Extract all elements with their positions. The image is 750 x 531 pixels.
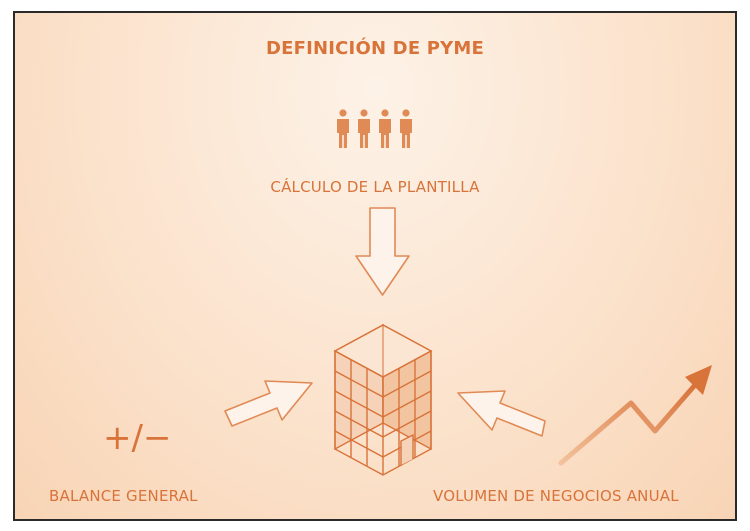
staff-calculation-label: CÁLCULO DE LA PLANTILLA [270, 178, 480, 196]
person-figure [337, 109, 349, 148]
plus-minus-symbol: +/− [103, 418, 172, 458]
people-icon [337, 109, 412, 148]
diagram-frame: DEFINICIÓN DE PYME [13, 11, 737, 521]
person-figure [400, 109, 412, 148]
person-figure [379, 109, 391, 148]
trend-arrow-icon [558, 365, 712, 466]
building-icon [333, 323, 433, 476]
balance-sheet-label: BALANCE GENERAL [49, 487, 198, 505]
annual-turnover-label: VOLUMEN DE NEGOCIOS ANUAL [433, 487, 679, 505]
right-arrow-icon [224, 380, 313, 427]
left-arrow-icon [457, 390, 546, 437]
person-figure [358, 109, 370, 148]
diagram-title: DEFINICIÓN DE PYME [265, 38, 485, 59]
down-arrow-icon [355, 207, 410, 296]
diagram-graphics [224, 109, 712, 476]
